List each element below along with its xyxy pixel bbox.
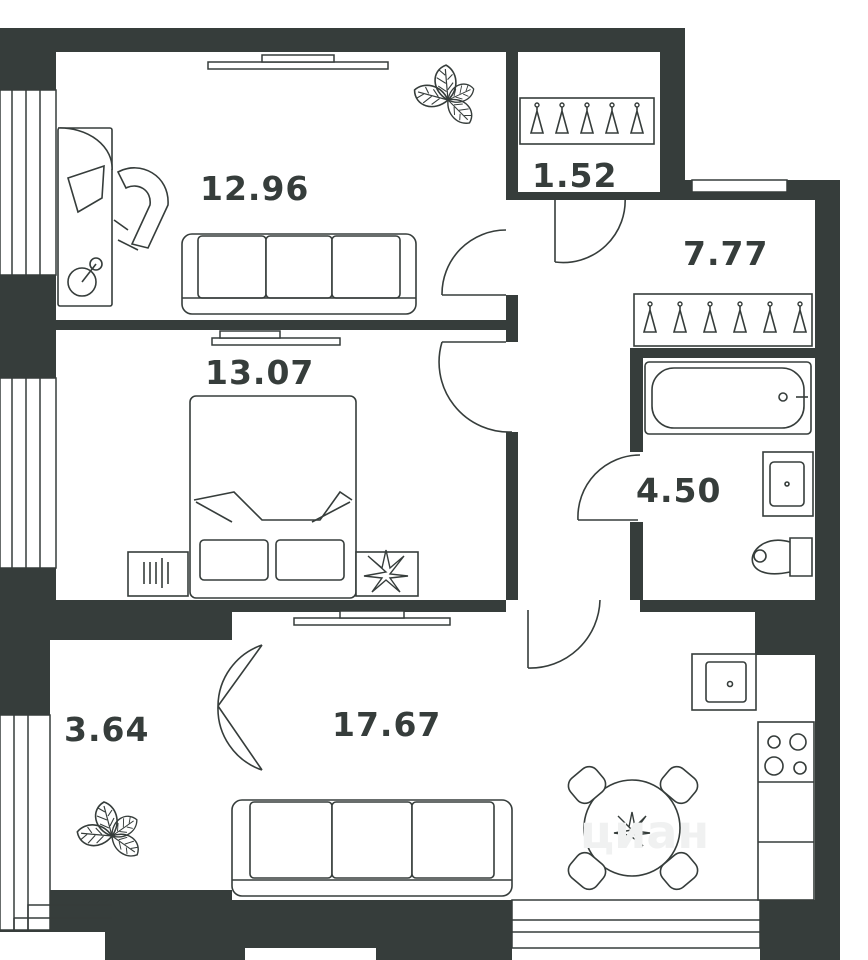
door-bedroom-1 <box>441 229 507 296</box>
hall-rack <box>633 293 813 347</box>
area-balcony: 3.64 <box>64 710 149 749</box>
plants <box>73 62 651 864</box>
kitchen-counter <box>757 721 815 901</box>
window-bottom <box>511 899 761 949</box>
windows <box>0 54 788 949</box>
area-bedroom-2: 13.07 <box>205 353 314 392</box>
door-bathroom <box>577 454 641 521</box>
door-living <box>527 599 601 669</box>
area-bathroom: 4.50 <box>636 471 721 510</box>
watermark: циан <box>580 805 709 859</box>
nightstand-right <box>355 551 419 597</box>
area-labels: 12.96 1.52 7.77 13.07 4.50 3.64 17.67 <box>64 156 768 749</box>
wardrobe-rack <box>519 97 655 145</box>
door-balcony <box>217 644 263 771</box>
window-balcony <box>0 714 51 931</box>
door-wardrobe <box>554 195 626 264</box>
window-left-1 <box>0 89 57 276</box>
plant-bedroom-2-icon <box>363 549 409 593</box>
area-hallway: 7.77 <box>683 234 768 273</box>
toilet <box>751 537 813 577</box>
window-hall <box>691 179 788 193</box>
dining-table <box>583 779 681 877</box>
doors <box>217 195 641 771</box>
area-bedroom-1: 12.96 <box>200 169 309 208</box>
area-living-kitchen: 17.67 <box>332 705 441 744</box>
door-bedroom-2 <box>438 341 513 433</box>
window-left-2 <box>0 377 57 569</box>
plant-table-icon <box>613 811 651 847</box>
furniture <box>57 97 815 901</box>
nightstand-left <box>127 551 189 597</box>
area-wardrobe: 1.52 <box>532 156 617 195</box>
chair <box>116 167 169 249</box>
laptop <box>67 164 105 214</box>
